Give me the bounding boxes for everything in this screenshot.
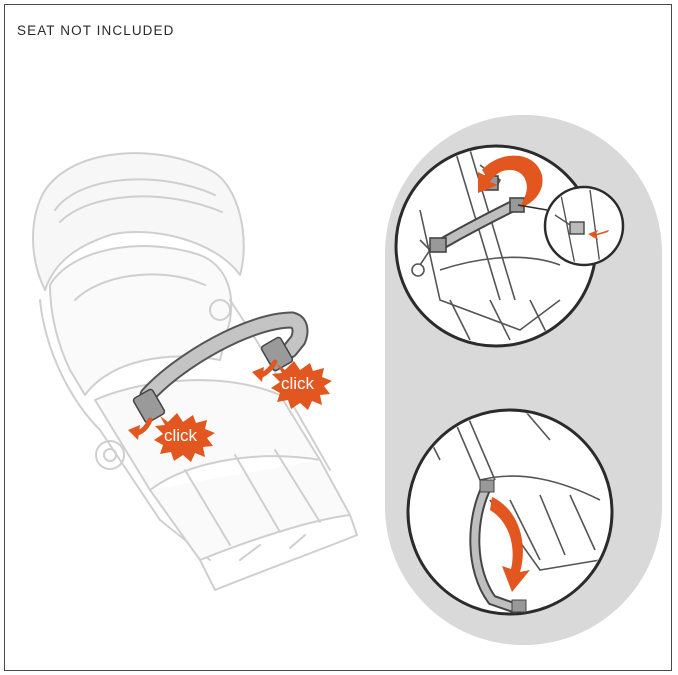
click-label-right: click: [281, 374, 315, 393]
detail-circle-top: [394, 144, 598, 348]
click-label-left: click: [164, 426, 198, 445]
curved-arrow-icon: [478, 155, 543, 208]
stroller-seat-outline: [32, 152, 358, 591]
bumper-bar: [132, 311, 309, 424]
click-burst-icon: click: [271, 361, 332, 410]
detail-inset-circle: [517, 185, 625, 267]
down-arrow-icon: [588, 230, 609, 240]
down-arrow-icon: [128, 417, 153, 440]
seat-not-included-note: SEAT NOT INCLUDED: [17, 23, 175, 38]
curved-arrow-icon: [490, 497, 530, 592]
detail-circle-bottom: [406, 408, 614, 616]
down-arrow-icon: [252, 359, 278, 382]
click-burst-icon: click: [154, 413, 215, 462]
